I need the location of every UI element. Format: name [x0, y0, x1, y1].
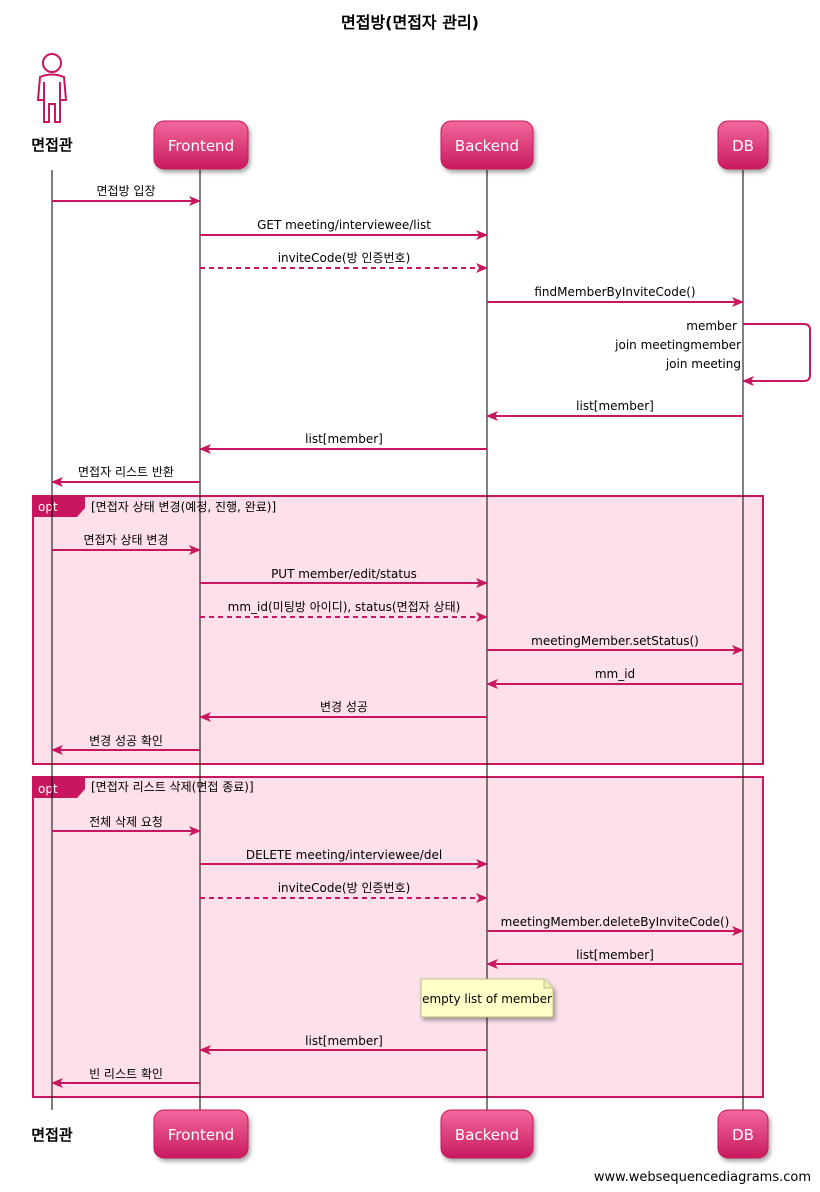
participant-db-bottom: DB [717, 1109, 769, 1159]
message-label: 면접방 입장 [96, 184, 155, 198]
opt-tag: opt [38, 782, 58, 796]
opt-condition: [면접자 리스트 삭제(면접 종료)] [91, 780, 254, 794]
message-label: inviteCode(방 인증번호) [278, 881, 411, 895]
message-label: list[member] [305, 1034, 383, 1048]
lifelines [51, 170, 744, 1110]
participant-frontend-top: Frontend [153, 120, 249, 170]
message-label: list[member] [576, 399, 654, 413]
participant-frontend-bottom: Frontend [153, 1109, 249, 1159]
message-label: DELETE meeting/interviewee/del [246, 848, 442, 862]
svg-text:Frontend: Frontend [168, 1126, 234, 1144]
svg-text:Backend: Backend [455, 137, 519, 155]
message-label: GET meeting/interviewee/list [257, 218, 431, 232]
participant-backend-bottom: Backend [440, 1109, 534, 1159]
message-label: join meetingmember [614, 338, 741, 352]
message-label: inviteCode(방 인증번호) [278, 251, 411, 265]
message-label: 면접자 리스트 반환 [78, 465, 174, 479]
message-label: member [686, 319, 737, 333]
message-label: 면접자 상태 변경 [84, 533, 169, 547]
message-label: join meeting [665, 357, 741, 371]
svg-text:DB: DB [732, 1126, 754, 1144]
message-label: mm_id [595, 667, 635, 681]
participant-interviewer-bottom: 면접관 [31, 1126, 73, 1144]
message-label: 변경 성공 확인 [89, 734, 163, 748]
diagram-title: 면접방(면접자 관리) [341, 13, 479, 32]
participant-backend-top: Backend [440, 120, 534, 170]
message-label: 변경 성공 [320, 700, 368, 714]
message-label: findMemberByInviteCode() [534, 285, 695, 299]
opt-tag: opt [38, 500, 58, 514]
participant-interviewer-top: 면접관 [31, 136, 73, 154]
message-label: 전체 삭제 요청 [89, 815, 163, 829]
message-label: meetingMember.setStatus() [531, 634, 699, 648]
opt-frame-status-change: opt [면접자 상태 변경(예정, 진행, 완료)] [32, 495, 764, 765]
actor-icon [36, 53, 68, 123]
watermark: www.websequencediagrams.com [594, 1170, 811, 1185]
svg-text:Backend: Backend [455, 1126, 519, 1144]
svg-text:Frontend: Frontend [168, 137, 234, 155]
message-label: 빈 리스트 확인 [89, 1067, 163, 1081]
note-box: empty list of member [420, 978, 554, 1018]
opt-condition: [면접자 상태 변경(예정, 진행, 완료)] [91, 499, 276, 514]
message-label: list[member] [305, 432, 383, 446]
message-label: meetingMember.deleteByInviteCode() [501, 915, 730, 929]
message-label: list[member] [576, 948, 654, 962]
note-text: empty list of member [422, 992, 552, 1006]
participant-db-top: DB [717, 120, 769, 170]
message-label: PUT member/edit/status [271, 567, 417, 581]
self-message-arrow [742, 323, 811, 386]
message-label: mm_id(미팅방 아이디), status(면접자 상태) [228, 600, 461, 614]
svg-text:DB: DB [732, 137, 754, 155]
